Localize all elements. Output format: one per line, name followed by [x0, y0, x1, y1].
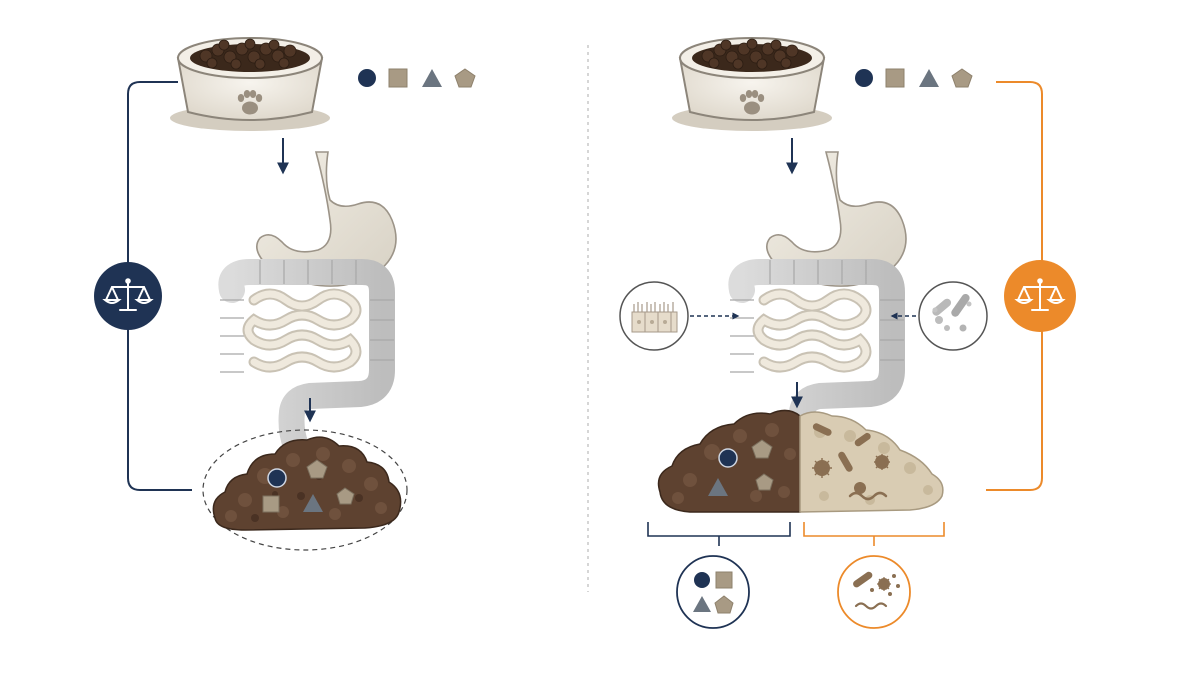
square-icon — [885, 68, 905, 88]
intestines-icon — [220, 152, 396, 446]
intestinal-epithelium-icon — [619, 281, 689, 351]
triangle-icon — [303, 494, 323, 512]
bacteria-icon — [918, 281, 988, 351]
nutrient-shapes-legend — [358, 68, 476, 88]
microbial-brace — [803, 522, 945, 546]
undigested-nutrients-icon — [676, 555, 750, 629]
triangle-icon — [708, 478, 728, 496]
pentagon-icon — [336, 487, 355, 505]
square-icon — [388, 68, 408, 88]
pentagon-icon — [755, 473, 774, 491]
feces-microbial-half — [799, 411, 944, 513]
circle-icon — [718, 448, 738, 468]
left-panel — [94, 37, 476, 551]
intestines-icon — [730, 152, 906, 446]
microbial-mass-icon — [837, 555, 911, 629]
triangle-icon — [693, 596, 711, 612]
feces-undigested — [202, 429, 408, 551]
pentagon-icon — [454, 68, 476, 88]
right-balance-badge — [1004, 260, 1076, 332]
pentagon-icon — [714, 595, 734, 614]
triangle-icon — [919, 69, 939, 87]
circle-icon — [855, 69, 873, 87]
circle-icon — [267, 468, 287, 488]
pentagon-icon — [751, 439, 773, 459]
square-icon — [262, 495, 280, 513]
feces-split — [657, 409, 944, 513]
triangle-icon — [422, 69, 442, 87]
left-balance-badge — [94, 262, 162, 330]
nutrient-shapes-legend — [855, 68, 973, 88]
circle-icon — [694, 572, 710, 588]
pet-food-bowl-icon — [169, 37, 331, 132]
pentagon-icon — [951, 68, 973, 88]
pet-food-bowl-icon — [671, 37, 833, 132]
pentagon-icon — [306, 459, 328, 479]
undigested-brace — [647, 522, 791, 546]
right-panel — [619, 37, 1076, 629]
circle-icon — [358, 69, 376, 87]
square-icon — [715, 571, 733, 589]
